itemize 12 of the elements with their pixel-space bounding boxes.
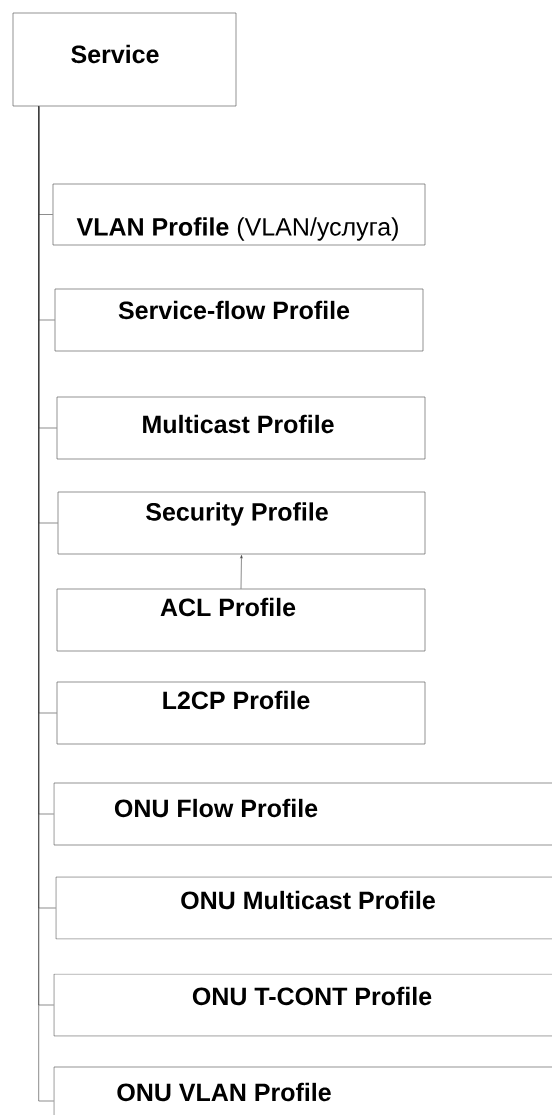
profile-box: ACL Profile — [56, 588, 426, 652]
profile-box: Multicast Profile — [56, 396, 426, 460]
profile-box: Security Profile — [57, 491, 426, 555]
profile-box: VLAN Profile (VLAN/услуга) — [52, 183, 426, 246]
profile-box: Service — [12, 12, 237, 107]
profile-box: ONU T-CONT Profile — [53, 973, 552, 1037]
profile-box: Service-flow Profile — [54, 288, 424, 352]
profile-box: ONU Multicast Profile — [55, 876, 552, 940]
profile-box: ONU Flow Profile — [53, 782, 552, 846]
connector-line — [240, 555, 243, 589]
profile-box: ONU VLAN Profile — [53, 1066, 552, 1115]
profile-box: L2CP Profile — [56, 681, 426, 745]
